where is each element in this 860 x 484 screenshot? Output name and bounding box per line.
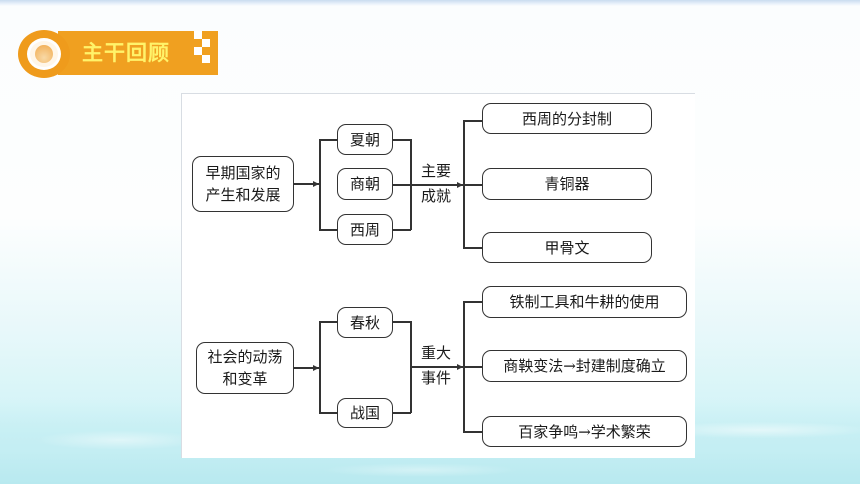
connector-line <box>319 321 337 323</box>
badge-circle-icon <box>18 30 70 78</box>
achievement-node-oracle-bone: 甲骨文 <box>482 232 652 263</box>
bracket-line <box>319 139 321 230</box>
arrow-icon <box>313 365 319 371</box>
connector-line <box>319 229 337 231</box>
event-node-iron-tools: 铁制工具和牛耕的使用 <box>482 286 687 318</box>
connector-line <box>463 301 483 303</box>
connector-line <box>393 139 411 141</box>
connector-line <box>319 412 337 414</box>
root-node-line1: 社会的动荡 <box>207 348 283 366</box>
section-title-badge: 主干回顾 <box>18 30 218 78</box>
checker-decoration <box>194 31 202 39</box>
concept-diagram-panel <box>181 93 695 458</box>
connector-line <box>463 184 483 186</box>
arrow-icon <box>457 364 463 370</box>
section-title: 主干回顾 <box>82 41 170 65</box>
connector-label-line2: 成就 <box>420 187 451 205</box>
connector-line <box>393 184 463 186</box>
connector-line <box>410 366 463 368</box>
connector-line <box>393 229 411 231</box>
connector-label-line1: 重大 <box>420 344 451 362</box>
checker-decoration <box>202 47 210 55</box>
connector-line <box>319 139 337 141</box>
achievement-node-enfeoffment: 西周的分封制 <box>482 103 652 134</box>
connector-line <box>463 120 483 122</box>
connector-line <box>463 247 483 249</box>
top-decoration-strip <box>0 0 860 6</box>
root-node-social-change: 社会的动荡 和变革 <box>196 342 294 394</box>
checker-decoration <box>194 63 202 71</box>
connector-line <box>393 321 411 323</box>
connector-line <box>393 412 411 414</box>
dynasty-node-western-zhou: 西周 <box>337 214 393 245</box>
connector-line <box>294 183 319 185</box>
connector-line <box>463 366 483 368</box>
badge-ring <box>27 38 61 70</box>
arrow-icon <box>457 182 463 188</box>
connector-line <box>463 431 483 433</box>
checker-decoration <box>194 39 202 47</box>
badge-core <box>35 45 53 63</box>
root-node-early-states: 早期国家的 产生和发展 <box>192 156 294 212</box>
connector-label-line2: 事件 <box>420 369 451 387</box>
checker-decoration <box>202 55 210 63</box>
dynasty-node-shang: 商朝 <box>337 168 393 200</box>
checker-decoration <box>202 31 210 39</box>
root-node-line2: 产生和发展 <box>205 186 281 204</box>
period-node-spring-autumn: 春秋 <box>337 307 393 338</box>
event-node-shang-yang-reform: 商鞅变法→封建制度确立 <box>482 350 687 382</box>
event-node-hundred-schools: 百家争鸣→学术繁荣 <box>482 416 687 447</box>
connector-label-line1: 主要 <box>420 162 451 180</box>
root-node-line1: 早期国家的 <box>205 164 281 182</box>
connector-line <box>294 367 319 369</box>
period-node-warring-states: 战国 <box>337 398 393 428</box>
dynasty-node-xia: 夏朝 <box>337 124 393 155</box>
root-node-line2: 和变革 <box>222 370 268 388</box>
checker-decoration <box>194 47 202 55</box>
bracket-line <box>319 321 321 413</box>
achievement-node-bronze: 青铜器 <box>482 168 652 200</box>
arrow-icon <box>313 181 319 187</box>
checker-decoration <box>202 39 210 47</box>
checker-decoration <box>194 55 202 63</box>
badge-bar <box>58 31 218 75</box>
